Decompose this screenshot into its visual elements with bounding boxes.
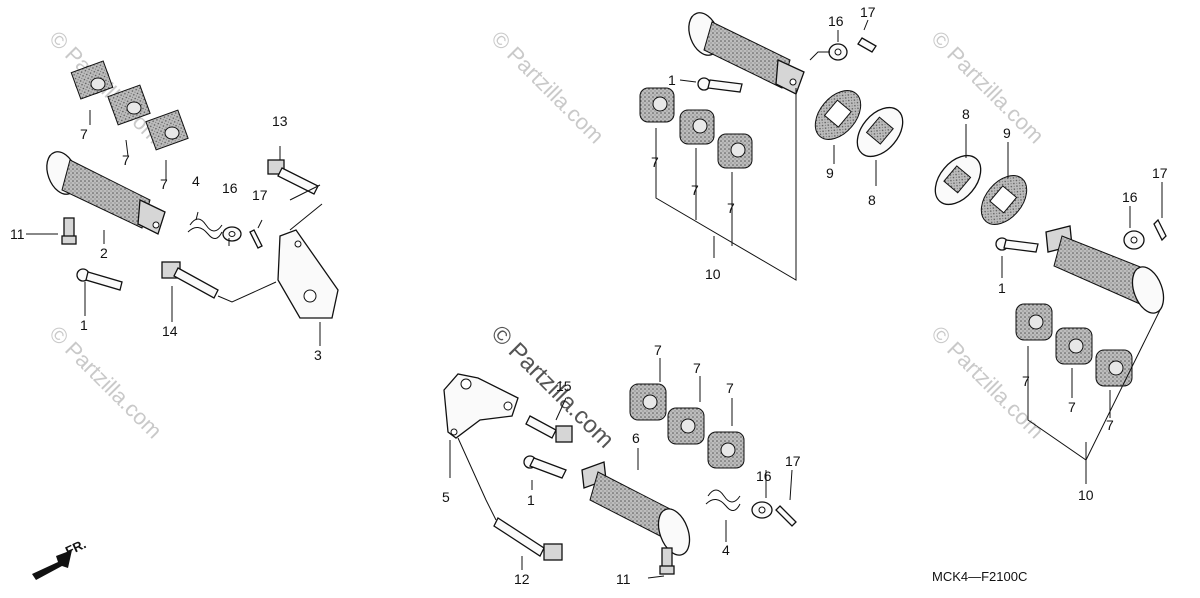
cotter-pin <box>1153 218 1167 242</box>
pin <box>76 268 123 291</box>
plate <box>934 154 982 206</box>
watermark: © Partzilla.com <box>926 26 1049 149</box>
callout-11: 11 <box>10 226 25 242</box>
peg-rubber <box>70 60 114 100</box>
bolt <box>61 217 77 245</box>
callout-7: 7 <box>160 176 168 192</box>
callout-17: 17 <box>785 453 801 469</box>
callout-1: 1 <box>527 492 535 508</box>
callout-10: 10 <box>705 266 721 282</box>
cotter-pin <box>857 37 877 53</box>
callout-2: 2 <box>100 245 108 261</box>
peg-rubber <box>717 133 753 169</box>
callout-9: 9 <box>1003 125 1011 141</box>
callout-16: 16 <box>828 13 844 29</box>
callout-7: 7 <box>651 154 659 170</box>
callout-13: 13 <box>272 113 288 129</box>
bolt <box>659 547 675 575</box>
callout-1: 1 <box>668 72 676 88</box>
bracket <box>443 373 519 439</box>
pin <box>697 77 743 93</box>
callout-4: 4 <box>192 173 200 189</box>
callout-16: 16 <box>756 468 772 484</box>
callout-11: 11 <box>616 571 631 587</box>
footpeg <box>46 151 166 235</box>
bottom-center-group <box>443 358 797 579</box>
callout-12: 12 <box>514 571 530 587</box>
callout-8: 8 <box>868 192 876 208</box>
watermarks: © Partzilla.com © Partzilla.com © Partzi… <box>44 26 1049 454</box>
callout-7: 7 <box>693 360 701 376</box>
bolt <box>525 415 573 443</box>
bolt <box>493 517 563 561</box>
plate <box>980 175 1028 225</box>
bolt <box>267 159 319 195</box>
cotter-pin <box>775 505 797 527</box>
watermark: © Partzilla.com <box>486 26 609 149</box>
peg-rubber <box>145 109 189 151</box>
cotter-pin <box>249 229 263 249</box>
callout-15: 15 <box>556 378 572 394</box>
callout-10: 10 <box>1078 487 1094 503</box>
diagram-code: MCK4—F2100C <box>932 569 1027 584</box>
peg-rubber <box>107 84 151 126</box>
callout-3: 3 <box>314 347 322 363</box>
peg-rubber <box>679 109 715 145</box>
callout-7: 7 <box>691 182 699 198</box>
peg-rubber <box>667 407 705 445</box>
plate <box>814 90 862 140</box>
callout-7: 7 <box>1068 399 1076 415</box>
peg-rubber <box>1055 327 1093 365</box>
callout-9: 9 <box>826 165 834 181</box>
callout-16: 16 <box>1122 189 1138 205</box>
callout-7: 7 <box>1022 373 1030 389</box>
callout-7: 7 <box>80 126 88 142</box>
callout-14: 14 <box>162 323 178 339</box>
callout-1: 1 <box>80 317 88 333</box>
callout-16: 16 <box>222 180 238 196</box>
bracket <box>277 229 339 319</box>
front-arrow-label: FR. <box>63 536 88 558</box>
front-arrow: FR. <box>32 536 88 580</box>
top-center-group <box>639 12 904 281</box>
peg-rubber <box>639 87 675 123</box>
plate <box>856 106 904 158</box>
pin <box>523 455 567 479</box>
callout-7: 7 <box>654 342 662 358</box>
left-footpeg-group <box>26 60 339 346</box>
callout-7: 7 <box>122 152 130 168</box>
peg-rubber <box>707 431 745 469</box>
pin <box>995 237 1039 253</box>
peg-rubber <box>629 383 667 421</box>
callout-6: 6 <box>632 430 640 446</box>
callouts: 7 7 7 13 4 16 17 11 2 1 14 3 16 17 1 7 7… <box>10 4 1168 587</box>
peg-rubber <box>1015 303 1053 341</box>
watermark: © Partzilla.com <box>44 321 167 444</box>
callout-4: 4 <box>722 542 730 558</box>
callout-7: 7 <box>726 380 734 396</box>
callout-17: 17 <box>860 4 876 20</box>
footpeg <box>1045 225 1165 314</box>
peg-rubber <box>1095 349 1133 387</box>
spring <box>187 218 223 239</box>
callout-1: 1 <box>998 280 1006 296</box>
callout-17: 17 <box>1152 165 1168 181</box>
callout-17: 17 <box>252 187 268 203</box>
bolt <box>161 261 219 299</box>
callout-5: 5 <box>442 489 450 505</box>
right-footpeg-group <box>934 124 1167 484</box>
callout-7: 7 <box>727 200 735 216</box>
callout-8: 8 <box>962 106 970 122</box>
spring <box>705 489 741 511</box>
footpeg <box>581 461 691 556</box>
callout-7: 7 <box>1106 417 1114 433</box>
footpeg <box>688 12 805 95</box>
